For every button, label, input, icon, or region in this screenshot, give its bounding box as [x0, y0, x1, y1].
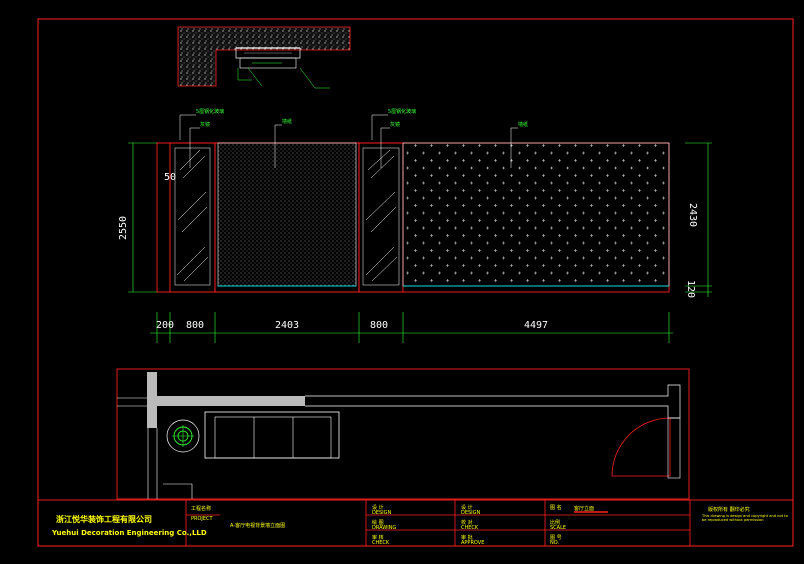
section-detail: [177, 26, 351, 89]
dim-offset: 50: [164, 172, 176, 183]
copyright-title: 版权所有 翻印必究: [708, 506, 750, 513]
glass-panel-left: [169, 142, 216, 293]
callout-glass-left: 5厘钢化玻璃: [196, 108, 224, 115]
dim-height-panel: 2430: [687, 203, 698, 227]
company-name-en: Yuehui Decoration Engineering Co.,LLD: [51, 529, 207, 537]
field3-2-label: 比例: [550, 519, 560, 526]
field3-1-value: 客厅立面: [574, 505, 594, 512]
field3-2-value: SCALE: [550, 525, 566, 531]
dim-width-3: 2403: [275, 320, 299, 331]
dim-height-total: 2550: [118, 216, 129, 240]
company-name-cn: 浙江悦华装饰工程有限公司: [56, 514, 152, 524]
field3-1-label: 图 名: [550, 504, 562, 511]
dimension-bottom: [150, 312, 673, 343]
copyright-text-box: This drawing is design and copyright and…: [702, 514, 788, 523]
project-value: PROJECT: [191, 516, 214, 522]
dimension-left: [128, 142, 157, 293]
callout-glass-right: 5厘钢化玻璃: [388, 108, 416, 115]
dim-width-2: 800: [186, 320, 204, 331]
tv-cabinet: [204, 411, 340, 459]
floor-plan: [116, 368, 690, 500]
callout-wallpaper-center: 墙纸: [282, 118, 292, 125]
dim-width-1: 200: [156, 320, 174, 331]
field2-3-label: 审 批: [461, 534, 473, 541]
dim-height-base: 120: [685, 280, 696, 298]
tv-wall-elevation: 5厘钢化玻璃 灰镜 墙纸 5厘钢化玻璃 灰镜 墙纸: [156, 108, 670, 293]
dim-width-4: 800: [370, 320, 388, 331]
field-3-label: 审 核: [372, 534, 384, 541]
project-label: 工程名称: [191, 505, 211, 512]
field-1-value: DESIGN: [372, 510, 392, 516]
callout-wallpaper-right: 墙纸: [518, 121, 528, 128]
copyright-text: This drawing is design and copyright and…: [702, 514, 788, 523]
field3-3-value: NO.: [550, 540, 559, 546]
field2-3-value: APPROVE: [461, 540, 484, 546]
callout-mirror-right: 灰镜: [390, 121, 400, 128]
field-1-label: 设 计: [372, 504, 384, 511]
plant-symbol: [166, 419, 200, 453]
dim-width-5: 4497: [524, 320, 548, 331]
title-block: [37, 499, 794, 547]
field2-1-value: DESIGN: [461, 510, 481, 516]
callout-mirror-left: 灰镜: [200, 121, 210, 128]
field-3-value: CHECK: [372, 540, 390, 546]
dimension-right: [685, 142, 712, 297]
field2-1-label: 设 计: [461, 504, 473, 511]
wall-column: [147, 372, 157, 428]
field3-3-label: 图 号: [550, 535, 562, 541]
field2-2-label: 校 对: [461, 519, 473, 526]
field2-2-value: CHECK: [461, 525, 479, 531]
field-2-label: 绘 图: [372, 519, 384, 526]
drawing-title: A-客厅电视背景墙立面图: [230, 522, 285, 529]
wallpaper-panel-right: [402, 142, 670, 287]
field-2-value: DRAWING: [372, 525, 396, 531]
door-swing: [611, 417, 671, 477]
